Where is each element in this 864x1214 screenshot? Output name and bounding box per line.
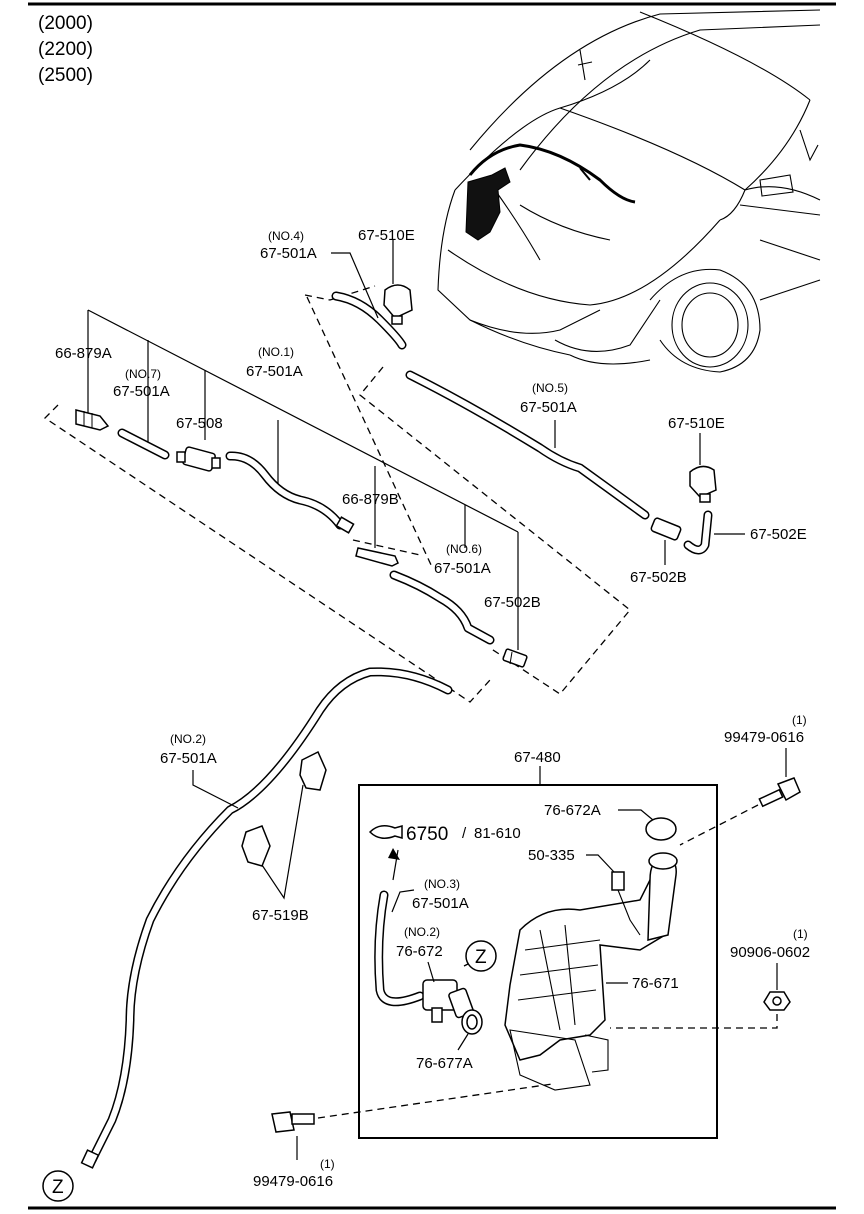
tank-assy-pn: 67-480 (514, 749, 561, 766)
wiring-ref-sep: / (462, 825, 467, 842)
washer-tank (504, 852, 678, 1091)
hose-no7-pn: 67-501A (113, 383, 170, 400)
car-illustration (437, 9, 821, 373)
wiring-ref-main: 6750 (406, 824, 448, 845)
hose-no6-pn: 67-501A (434, 560, 491, 577)
connector-67-502B-right (650, 517, 682, 541)
hose-no1-tag: (NO.1) (258, 345, 294, 359)
tank-cap (645, 817, 677, 841)
ref-marker-top-text: Z (475, 947, 487, 968)
cap-pn: 76-672A (544, 802, 601, 819)
bolt-top-pn: 99479-0616 (724, 729, 804, 746)
bolt-top (758, 777, 801, 808)
engine-label-2000: (2000) (38, 13, 93, 34)
hose-no4-pn: 67-501A (260, 245, 317, 262)
engine-label-2500: (2500) (38, 65, 93, 86)
engine-label-2200: (2200) (38, 39, 93, 60)
clip-lower (241, 825, 271, 867)
hose-no2-pn: 67-501A (160, 750, 217, 767)
hose-no4-tag: (NO.4) (268, 229, 304, 243)
elbow-pn: 67-502E (750, 526, 807, 543)
hose-no5-tag: (NO.5) (532, 381, 568, 395)
valve-pn: 67-508 (176, 415, 223, 432)
nut-qty: (1) (793, 927, 808, 941)
hose-no3-pn: 67-501A (412, 895, 469, 912)
conn-mid-pn: 67-502B (484, 594, 541, 611)
grommet (461, 1009, 483, 1035)
nut-pn: 90906-0602 (730, 944, 810, 961)
sensor-pn: 50-335 (528, 847, 575, 864)
hose-no3-tag: (NO.3) (424, 877, 460, 891)
bolt-bottom-qty: (1) (320, 1157, 335, 1171)
nozzle-top (383, 284, 413, 325)
wiring-ref-alt: 81-610 (474, 825, 521, 842)
hose-no1-pn: 67-501A (246, 363, 303, 380)
ref-marker-bottom (42, 1170, 74, 1202)
clip-pn: 67-519B (252, 907, 309, 924)
pump-tag: (NO.2) (404, 925, 440, 939)
grommet-pn: 76-677A (416, 1055, 473, 1072)
joint-a-pn: 66-879A (55, 345, 112, 362)
washer-pump (422, 979, 474, 1023)
tank-assembly-box (358, 784, 718, 1139)
pump-pn: 76-672 (396, 943, 443, 960)
nozzle-right (689, 465, 717, 503)
bolt-top-qty: (1) (792, 713, 807, 727)
hose-no6-tag: (NO.6) (446, 542, 482, 556)
hose-no2-tag: (NO.2) (170, 732, 206, 746)
nozzle-right-pn: 67-510E (668, 415, 725, 432)
joint-66-879A (75, 409, 110, 431)
hose-no7-tag: (NO.7) (125, 367, 161, 381)
joint-b-pn: 66-879B (342, 491, 399, 508)
hose-no5-pn: 67-501A (520, 399, 577, 416)
nozzle-top-pn: 67-510E (358, 227, 415, 244)
check-valve (176, 446, 221, 472)
ref-marker-bottom-text: Z (52, 1177, 64, 1198)
joint-66-879B (355, 547, 399, 567)
tank-pn: 76-671 (632, 975, 679, 992)
ref-marker-top (465, 940, 497, 972)
conn-right-pn: 67-502B (630, 569, 687, 586)
nut (763, 991, 791, 1011)
bolt-bottom (271, 1111, 315, 1133)
clip-upper (299, 750, 327, 791)
connector-67-502B-mid (502, 648, 528, 668)
bolt-bottom-pn: 99479-0616 (253, 1173, 333, 1190)
